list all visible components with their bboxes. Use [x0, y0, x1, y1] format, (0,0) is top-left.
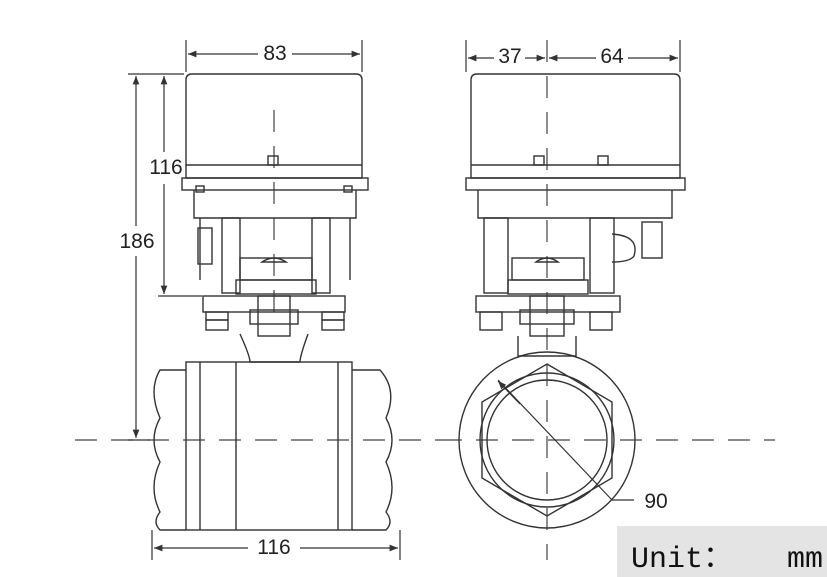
dim-left-body-length: 116	[257, 536, 290, 559]
front-view-valve	[153, 73, 393, 531]
dim-left-total-height: 186	[119, 230, 154, 253]
unit-label: Unit： mm	[631, 543, 824, 577]
dim-right-left-offset: 37	[498, 45, 521, 68]
dim-right-diameter: 90	[644, 490, 667, 513]
dim-left-width: 83	[263, 42, 286, 65]
dim-right-right-offset: 64	[600, 45, 624, 68]
unit-label-box: Unit： mm	[617, 526, 827, 577]
side-view-valve	[458, 73, 686, 529]
dimension-lines	[128, 40, 681, 560]
centerlines	[75, 40, 775, 560]
dim-left-actuator-height: 116	[149, 156, 182, 179]
